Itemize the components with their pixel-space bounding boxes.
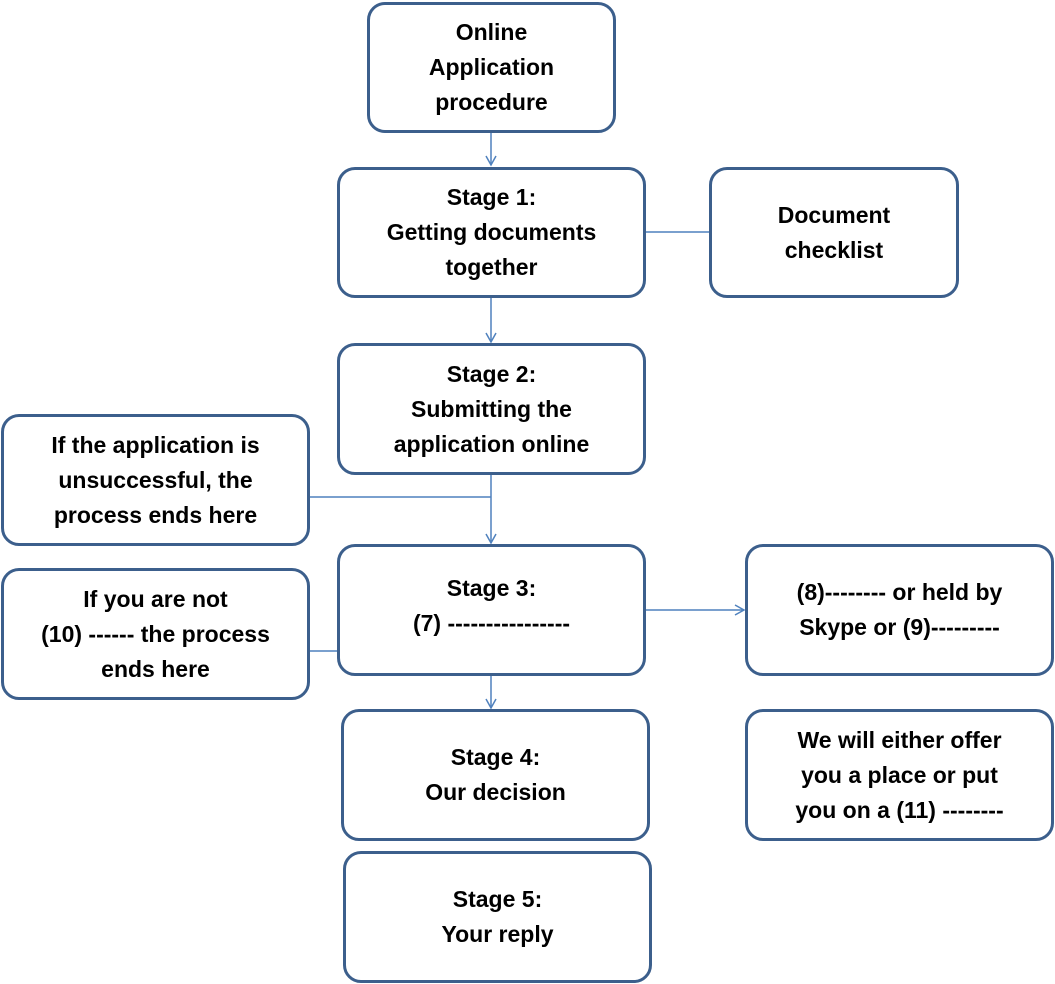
node-stage-2-label: Stage 2: Submitting the application onli… <box>393 360 590 457</box>
node-interview-note: (8)-------- or held by Skype or (9)-----… <box>745 544 1054 676</box>
node-stage-1: Stage 1: Getting documents together <box>337 167 646 298</box>
node-offer-note-label: We will either offer you a place or put … <box>795 726 1004 823</box>
node-document-checklist: Document checklist <box>709 167 959 298</box>
node-online-application-label: Online Application procedure <box>428 19 555 115</box>
node-stage-3-label: Stage 3: (7) ---------------- <box>412 575 571 636</box>
node-stage-5: Stage 5: Your reply <box>343 851 652 983</box>
node-not-selected-note-label: If you are not (10) ------ the process e… <box>41 585 270 682</box>
node-unsuccessful-note-label: If the application is unsuccessful, the … <box>51 431 260 528</box>
node-document-checklist-label: Document checklist <box>777 201 891 263</box>
node-unsuccessful-note: If the application is unsuccessful, the … <box>1 414 310 546</box>
node-stage-4: Stage 4: Our decision <box>341 709 650 841</box>
node-interview-note-label: (8)-------- or held by Skype or (9)-----… <box>796 579 1003 640</box>
node-stage-5-label: Stage 5: Your reply <box>441 886 554 947</box>
node-offer-note: We will either offer you a place or put … <box>745 709 1054 841</box>
node-stage-1-label: Stage 1: Getting documents together <box>386 184 597 280</box>
node-stage-3: Stage 3: (7) ---------------- <box>337 544 646 676</box>
node-online-application: Online Application procedure <box>367 2 616 133</box>
node-stage-2: Stage 2: Submitting the application onli… <box>337 343 646 475</box>
node-not-selected-note: If you are not (10) ------ the process e… <box>1 568 310 700</box>
node-stage-4-label: Stage 4: Our decision <box>425 744 566 805</box>
